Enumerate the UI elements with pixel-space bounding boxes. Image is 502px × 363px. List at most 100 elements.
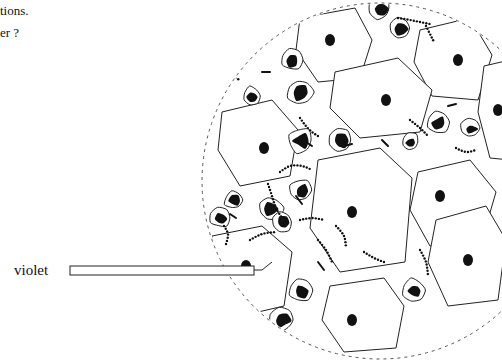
coccus [423, 131, 425, 133]
coccus [409, 119, 411, 121]
coccus [383, 261, 385, 263]
coccus [413, 20, 415, 22]
coccus [308, 217, 310, 219]
coccus [275, 207, 277, 209]
coccus [299, 117, 301, 119]
coccus [301, 119, 303, 121]
coccus [321, 244, 323, 246]
leukocyte [427, 111, 449, 132]
coccus [311, 217, 313, 219]
coccus [280, 215, 282, 217]
leukocyte-nucleus [297, 184, 308, 197]
coccus [221, 63, 223, 65]
leukocyte [287, 81, 314, 103]
coccus [281, 169, 283, 171]
coccus [273, 201, 275, 203]
leukocyte [403, 133, 418, 150]
coccus [227, 71, 229, 73]
leukocyte [289, 129, 311, 154]
coccus [344, 238, 346, 240]
coccus [325, 249, 327, 251]
coccus [421, 129, 423, 131]
coccus [427, 273, 429, 275]
coccus [341, 232, 343, 234]
coccus [426, 134, 428, 136]
coccus [329, 257, 331, 259]
coccus [400, 17, 402, 19]
coccus [377, 259, 379, 261]
coccus [267, 183, 269, 185]
coccus [464, 151, 466, 153]
coccus [428, 23, 430, 25]
leukocyte [369, 0, 389, 20]
coccus [252, 237, 254, 239]
coccus [416, 125, 418, 127]
coccus [296, 164, 298, 166]
coccus [303, 165, 305, 167]
coccus [335, 225, 337, 227]
coccus [225, 68, 227, 70]
leukocyte [227, 34, 246, 50]
leukocyte [461, 118, 480, 136]
epithelial-cell [428, 206, 502, 306]
coccus [426, 28, 428, 30]
leukocyte-nucleus [276, 314, 291, 328]
leukocyte-nucleus [232, 38, 243, 48]
coccus [278, 213, 280, 215]
leukocyte-nucleus [375, 4, 389, 16]
coccus [315, 217, 317, 219]
coccus [273, 231, 275, 233]
coccus [406, 18, 408, 20]
coccus [419, 127, 421, 129]
coccus [272, 198, 274, 200]
bacillus [318, 262, 324, 270]
coccus [231, 75, 233, 77]
cell-nucleus [453, 54, 463, 66]
coccus [467, 151, 469, 153]
leukocyte [290, 180, 312, 200]
coccus [414, 123, 416, 125]
bacillus [296, 196, 302, 204]
coccus [429, 33, 431, 35]
coccus [337, 227, 339, 229]
leukocyte [224, 191, 243, 208]
cell-nucleus [259, 142, 269, 154]
coccus [321, 218, 323, 220]
leukocyte-nucleus [208, 323, 226, 338]
coccus [397, 17, 399, 19]
coccus [419, 21, 421, 23]
coccus [428, 31, 430, 33]
leukocyte [244, 86, 260, 105]
coccus [271, 195, 273, 197]
cell-nucleus [325, 34, 335, 46]
coccus [317, 239, 319, 241]
coccus [380, 260, 382, 262]
coccus [305, 217, 307, 219]
coccus [371, 256, 373, 258]
coccus [226, 240, 228, 242]
coccus [455, 147, 457, 149]
coccus [226, 230, 228, 232]
coccus [237, 78, 239, 80]
coccus [309, 129, 311, 131]
coccus [423, 257, 425, 259]
coccus [274, 204, 276, 206]
coccus [470, 150, 472, 152]
coccus [284, 167, 286, 169]
coccus [260, 233, 262, 235]
leukocyte-nucleus [228, 195, 240, 206]
leukocyte [270, 307, 293, 332]
leukocyte-nucleus [431, 116, 444, 129]
coccus [302, 218, 304, 220]
coccus [328, 254, 330, 256]
bacillus [262, 71, 270, 73]
coccus [270, 192, 272, 194]
coccus [425, 22, 427, 24]
coccus [345, 244, 347, 246]
coccus [269, 189, 271, 191]
coccus [458, 148, 460, 150]
leader-line [254, 262, 272, 270]
coccus [365, 253, 367, 255]
coccus [319, 241, 321, 243]
